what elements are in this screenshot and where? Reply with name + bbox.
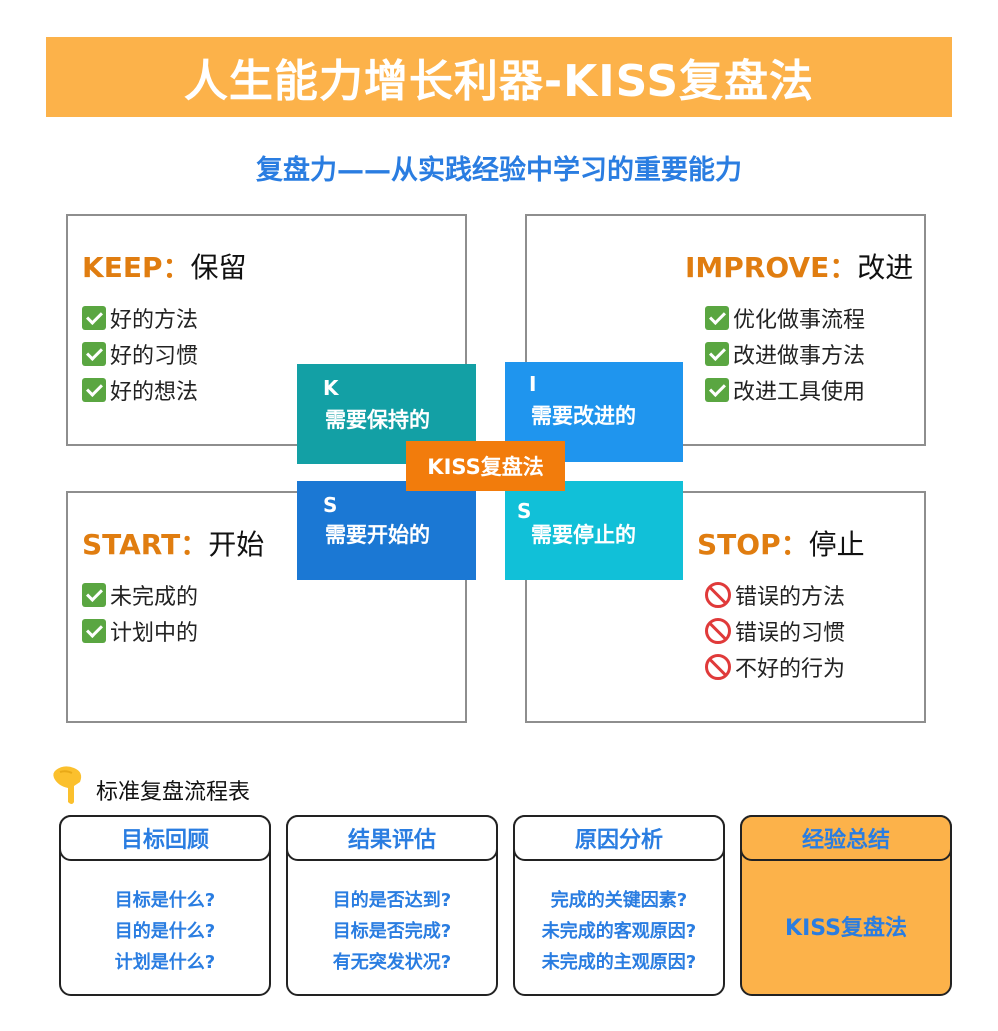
prohibited-icon xyxy=(705,654,731,680)
check-icon xyxy=(705,306,729,330)
check-icon xyxy=(82,378,106,402)
title-banner: 人生能力增长利器-KISS复盘法 xyxy=(46,37,952,117)
improve-item: 改进做事方法 xyxy=(705,338,865,370)
keep-item: 好的想法 xyxy=(82,374,198,406)
check-icon xyxy=(82,342,106,366)
stop-item: 错误的习惯 xyxy=(705,615,845,647)
start-heading-cn: 开始 xyxy=(208,528,265,561)
card-lines: 完成的关键因素? 未完成的客观原因? 未完成的主观原因? xyxy=(515,885,723,978)
improve-item: 改进工具使用 xyxy=(705,374,865,406)
card-lines: 目标是什么? 目的是什么? 计划是什么? xyxy=(61,885,269,978)
improve-item-text: 改进工具使用 xyxy=(733,380,866,405)
improve-heading-en: IMPROVE xyxy=(685,251,830,284)
card-body: KISS复盘法 xyxy=(785,916,907,941)
page-title: 人生能力增长利器-KISS复盘法 xyxy=(183,56,815,107)
start-heading-en: START xyxy=(82,528,181,561)
stop-item: 不好的行为 xyxy=(705,651,845,683)
card-line: 完成的关键因素? xyxy=(550,890,688,911)
stop-heading-cn: 停止 xyxy=(808,528,865,561)
check-icon xyxy=(705,342,729,366)
stop-item-text: 不好的行为 xyxy=(735,657,846,682)
stop-heading-sep: ： xyxy=(780,528,809,561)
kiss-center-label: KISS复盘法 xyxy=(406,441,565,491)
improve-tile-label: 需要改进的 xyxy=(531,404,636,428)
card-line: 未完成的客观原因? xyxy=(541,921,697,942)
card-line: 计划是什么? xyxy=(114,952,216,973)
keep-heading-cn: 保留 xyxy=(190,251,247,284)
check-icon xyxy=(705,378,729,402)
improve-item-text: 改进做事方法 xyxy=(733,344,866,369)
improve-item: 优化做事流程 xyxy=(705,302,865,334)
start-tile-letter: S xyxy=(323,493,338,517)
improve-heading-cn: 改进 xyxy=(857,251,914,284)
stop-heading-en: STOP xyxy=(697,528,781,561)
check-icon xyxy=(82,306,106,330)
card-line: 目的是否达到? xyxy=(332,890,452,911)
process-card-result-evaluation: 结果评估 目的是否达到? 目标是否完成? 有无突发状况? xyxy=(286,815,498,996)
card-title: 经验总结 xyxy=(740,815,952,861)
improve-heading-sep: ： xyxy=(829,251,858,284)
start-item: 计划中的 xyxy=(82,615,198,647)
process-title: 标准复盘流程表 xyxy=(96,780,251,805)
stop-item: 错误的方法 xyxy=(705,579,845,611)
prohibited-icon xyxy=(705,618,731,644)
keep-item: 好的方法 xyxy=(82,302,198,334)
card-line: 目的是什么? xyxy=(114,921,216,942)
stop-item-text: 错误的习惯 xyxy=(735,621,846,646)
page-subtitle: 复盘力——从实践经验中学习的重要能力 xyxy=(256,155,742,186)
stop-item-text: 错误的方法 xyxy=(735,585,846,610)
start-item-text: 未完成的 xyxy=(110,585,199,610)
card-lines: 目的是否达到? 目标是否完成? 有无突发状况? xyxy=(288,885,496,978)
start-tile: S 需要开始的 xyxy=(297,481,476,580)
start-item: 未完成的 xyxy=(82,579,198,611)
improve-heading: IMPROVE：改进 xyxy=(685,246,913,286)
process-card-experience-summary: 经验总结 KISS复盘法 xyxy=(740,815,952,996)
process-card-cause-analysis: 原因分析 完成的关键因素? 未完成的客观原因? 未完成的主观原因? xyxy=(513,815,725,996)
card-line: 未完成的主观原因? xyxy=(541,952,697,973)
pointing-hand-icon xyxy=(53,766,82,804)
check-icon xyxy=(82,583,106,607)
keep-heading-en: KEEP xyxy=(82,251,163,284)
stop-tile-letter: S xyxy=(517,499,532,523)
keep-quadrant: KEEP：保留 好的方法 好的习惯 好的想法 xyxy=(66,214,467,446)
start-tile-label: 需要开始的 xyxy=(325,523,430,547)
process-card-goal-review: 目标回顾 目标是什么? 目的是什么? 计划是什么? xyxy=(59,815,271,996)
card-line: 目标是什么? xyxy=(114,890,216,911)
stop-tile-label: 需要停止的 xyxy=(531,523,636,547)
card-line: 有无突发状况? xyxy=(332,952,452,973)
start-heading-sep: ： xyxy=(180,528,209,561)
card-title: 原因分析 xyxy=(513,815,725,861)
keep-item: 好的习惯 xyxy=(82,338,198,370)
prohibited-icon xyxy=(705,582,731,608)
keep-tile-letter: K xyxy=(323,376,339,400)
start-heading: START：开始 xyxy=(82,523,264,563)
card-line: 目标是否完成? xyxy=(332,921,452,942)
keep-item-text: 好的想法 xyxy=(110,380,199,405)
stop-heading: STOP：停止 xyxy=(697,523,865,563)
improve-item-text: 优化做事流程 xyxy=(733,308,866,333)
card-title: 目标回顾 xyxy=(59,815,271,861)
check-icon xyxy=(82,619,106,643)
keep-item-text: 好的习惯 xyxy=(110,344,199,369)
keep-heading: KEEP：保留 xyxy=(82,246,247,286)
stop-tile: S 需要停止的 xyxy=(505,481,683,580)
improve-tile-letter: I xyxy=(529,372,537,396)
keep-heading-sep: ： xyxy=(162,251,191,284)
keep-tile-label: 需要保持的 xyxy=(325,408,430,432)
keep-item-text: 好的方法 xyxy=(110,308,199,333)
card-title: 结果评估 xyxy=(286,815,498,861)
start-item-text: 计划中的 xyxy=(110,621,199,646)
